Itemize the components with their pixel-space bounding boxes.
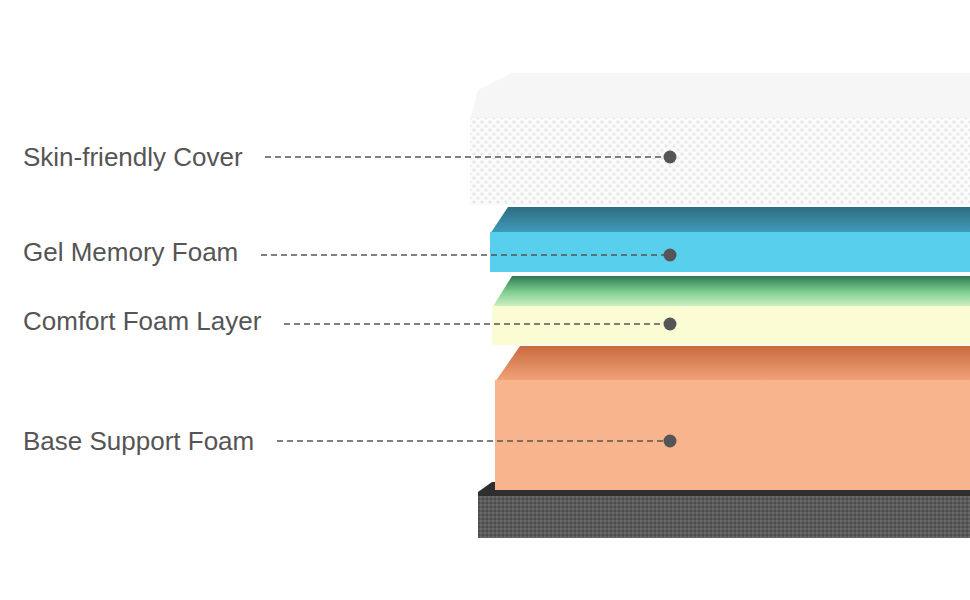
comfort-foam-top [492,276,970,308]
base-fabric [478,496,970,538]
base-foam-top [495,346,970,382]
callout-label: Gel Memory Foam [23,237,238,267]
comfort-foam [492,306,970,345]
leader-dot [664,435,677,448]
callout-label: Comfort Foam Layer [23,306,261,336]
gel-foam-top [490,207,970,234]
leader-dot [664,151,677,164]
base-foam [495,380,970,490]
cover [470,118,970,205]
leader-line [265,156,670,158]
leader-dot [664,249,677,262]
leader-line [261,254,670,256]
callout-label: Base Support Foam [23,426,254,456]
leader-dot [664,318,677,331]
leader-line [277,440,670,442]
leader-line [284,323,670,325]
gel-foam [490,232,970,272]
callout-label: Skin-friendly Cover [23,142,243,172]
cover-top [470,73,970,120]
